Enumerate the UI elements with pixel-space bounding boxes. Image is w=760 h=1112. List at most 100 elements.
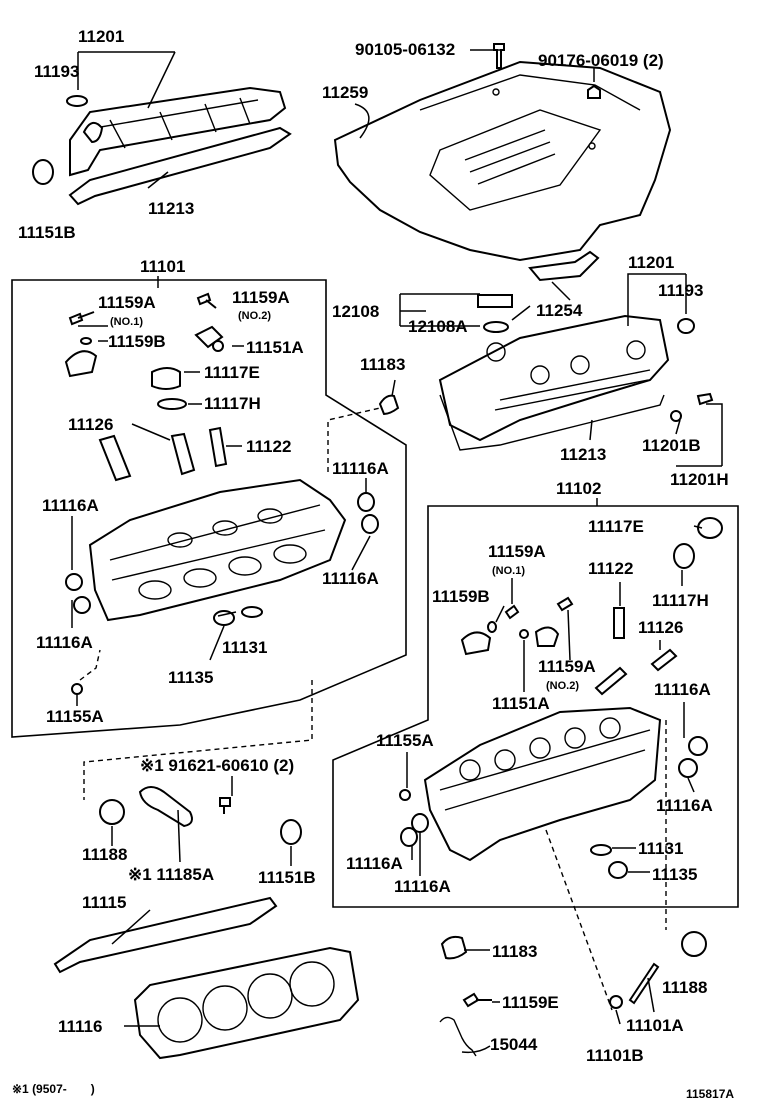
- seal-11151B-bottom: [280, 819, 302, 845]
- plug-11117E-right: [697, 517, 723, 539]
- engine-cover-11259: [333, 60, 672, 262]
- label-no2-right: (NO.2): [546, 680, 579, 692]
- nut-90176-06019: [587, 84, 601, 99]
- label-11131-right: 11131: [638, 839, 683, 858]
- label-11201-top: 11201: [78, 27, 124, 46]
- dowel-11151A-left: [212, 340, 224, 352]
- guide-11126-left: [98, 434, 132, 482]
- plug-11188-left: [99, 799, 125, 825]
- guide-11122-left: [170, 432, 196, 476]
- label-11201-right: 11201: [628, 253, 674, 272]
- bolt-11201H: [696, 392, 714, 406]
- label-11185A: ※1 11185A: [128, 865, 214, 884]
- footnote: ※1 (9507- ): [12, 1082, 95, 1096]
- label-11183-bottom: 11183: [492, 942, 537, 961]
- label-11201B: 11201B: [642, 436, 701, 455]
- bracket-11254: [528, 250, 600, 282]
- pin-11155A-right: [399, 789, 411, 801]
- washer-11201B: [670, 410, 682, 422]
- label-11116A-right-3: 11116A: [346, 854, 403, 873]
- dowel-11151A-right: [519, 629, 529, 639]
- gasket-11115: [53, 896, 278, 974]
- plug-11116A-right-d: [411, 813, 429, 833]
- plug-11116A-left-a: [65, 573, 83, 591]
- label-11116A-left-4: 11116A: [36, 633, 93, 652]
- seal-11135-left: [213, 610, 235, 626]
- bolt-11159A-no1-right: [504, 604, 520, 620]
- label-no2-left: (NO.2): [238, 310, 271, 322]
- washer-11101B: [609, 995, 623, 1009]
- stud-11101A: [628, 962, 660, 1005]
- grommet-11193-right: [677, 318, 695, 334]
- label-11159A-left-1: 11159A: [98, 293, 156, 312]
- label-11188-right: 11188: [662, 978, 707, 997]
- head-gasket-11116: [133, 946, 360, 1060]
- label-11117E-left: 11117E: [204, 363, 260, 382]
- label-90176-06019: 90176-06019 (2): [538, 51, 664, 70]
- label-11126-right: 11126: [638, 618, 683, 637]
- bearing-cap-right-b: [534, 626, 560, 647]
- label-11116A-left-3: 11116A: [322, 569, 379, 588]
- label-11115: 11115: [82, 893, 126, 912]
- group-box-11101: [11, 279, 407, 738]
- plug-11188-right: [681, 931, 707, 957]
- group-box-11102: [332, 505, 739, 908]
- label-90105-06132: 90105-06132: [355, 40, 455, 59]
- label-11135-left: 11135: [168, 668, 213, 687]
- label-11213-top: 11213: [148, 199, 194, 218]
- label-11101A: 11101A: [626, 1016, 684, 1035]
- cylinder-head-cover-left: [69, 86, 287, 177]
- label-11159B-right: 11159B: [432, 587, 490, 606]
- plug-11183-bottom: [440, 935, 468, 960]
- label-12108: 12108: [332, 302, 379, 321]
- seal-11131-left: [241, 606, 263, 618]
- label-no1-right: (NO.1): [492, 565, 525, 577]
- seal-11117H-left: [157, 398, 187, 410]
- pin-11159B-right: [487, 621, 497, 633]
- plug-11116A-left-b: [73, 596, 91, 614]
- label-11116A-right-2: 11116A: [656, 796, 713, 815]
- cap-gasket-12108A: [483, 321, 509, 333]
- label-91621-60610: ※1 91621-60610 (2): [140, 756, 294, 775]
- label-11155A-left: 11155A: [46, 707, 104, 726]
- label-11254: 11254: [536, 301, 583, 320]
- label-11159A-right-1: 11159A: [488, 542, 546, 561]
- label-11117H-left: 11117H: [204, 394, 261, 413]
- label-11131-left: 11131: [222, 638, 267, 657]
- label-11116A-right-1: 11116A: [654, 680, 711, 699]
- label-11193-top: 11193: [34, 62, 79, 81]
- label-11135-right: 11135: [652, 865, 697, 884]
- label-11117E-right: 11117E: [588, 517, 644, 536]
- label-11151B-top: 11151B: [18, 223, 76, 242]
- guide-11126-right: [650, 648, 678, 672]
- label-no1-left: (NO.1): [110, 316, 143, 328]
- seal-11117H-right: [673, 543, 695, 569]
- label-11151A-right: 11151A: [492, 694, 550, 713]
- gasket-11213-right: [439, 394, 665, 451]
- bolt-11159E: [462, 992, 492, 1008]
- oil-filler-cap-12108: [477, 294, 513, 308]
- guide-11122b-left: [208, 426, 228, 468]
- label-12108A: 12108A: [408, 317, 468, 336]
- label-11151B-bottom: 11151B: [258, 868, 316, 887]
- label-11116: 11116: [58, 1017, 102, 1036]
- label-11116A-right-4: 11116A: [394, 877, 451, 896]
- figure-id: 115817A: [686, 1087, 734, 1101]
- gasket-11213-left: [68, 126, 292, 206]
- grommet-11193-top: [66, 95, 88, 107]
- label-11102: 11102: [556, 479, 601, 498]
- plug-11116A-left-d: [361, 514, 379, 534]
- bolt-11159A-no1-left: [68, 311, 95, 326]
- dashed-lines: [79, 407, 667, 1011]
- pin-11155A-left: [71, 683, 83, 695]
- guide-11122-right: [613, 607, 625, 639]
- plug-11116A-left-c: [357, 492, 375, 512]
- label-11122-right: 11122: [588, 559, 633, 578]
- seal-11135-right: [608, 861, 628, 879]
- bracket-11185A: [138, 786, 193, 828]
- label-11193-right: 11193: [658, 281, 703, 300]
- cap-11151A-left: [194, 325, 224, 349]
- pin-11159B-left: [80, 337, 92, 345]
- bolt-90105-06132: [493, 43, 505, 69]
